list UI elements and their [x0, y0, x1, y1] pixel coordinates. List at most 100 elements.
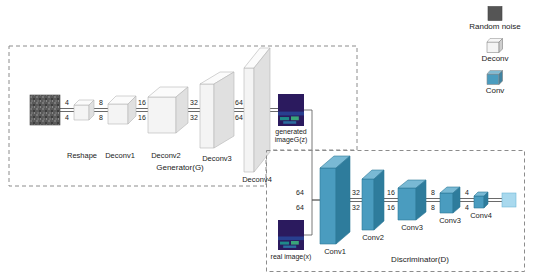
dimension-label: 8 — [99, 99, 103, 107]
dimension-label: 4 — [65, 114, 69, 122]
cube-side — [176, 87, 188, 133]
dashed-outline — [267, 151, 525, 272]
conv-layer: Conv2 — [362, 170, 384, 230]
image-band — [280, 242, 289, 245]
connector-line — [426, 201, 440, 202]
dimension-label: 16 — [387, 204, 395, 212]
conv-layer: Conv3 — [440, 187, 460, 213]
connector-line — [304, 110, 320, 200]
legend-text: Conv — [486, 87, 505, 96]
image-caption: real image(x) — [271, 253, 312, 261]
image-band — [280, 117, 289, 120]
deconv-layer: Deconv1 — [108, 96, 136, 124]
connector-line — [188, 108, 200, 109]
conv-layer: Conv1 — [320, 156, 350, 244]
deconv-layer: Deconv4 — [244, 48, 270, 172]
conv-layer: Conv4 — [474, 192, 488, 208]
noise-square — [30, 95, 60, 125]
node-shape — [278, 94, 304, 126]
node-shape — [108, 96, 136, 124]
cube-side — [128, 96, 136, 124]
node-shape — [244, 48, 270, 172]
cube-front — [474, 196, 484, 208]
connector-line — [304, 200, 320, 235]
legend-text: Random noise — [469, 23, 521, 32]
connector — [304, 200, 320, 235]
generator-region: Generator(G)ReshapeDeconv1Deconv2Deconv3… — [8, 45, 358, 187]
discriminator-region: Discriminator(D)real image(x)Conv1Conv2C… — [266, 150, 525, 272]
cube-side — [499, 71, 503, 85]
connector-line — [270, 111, 278, 112]
image-band — [291, 241, 299, 245]
connector — [426, 199, 440, 202]
region-title: Discriminator(D) — [391, 256, 449, 265]
image-tile: generated imageG(z) — [278, 94, 304, 126]
cube-front — [320, 168, 336, 244]
dimension-label: 32 — [352, 189, 360, 197]
connector-line — [350, 198, 362, 199]
legend-swatch — [486, 38, 504, 53]
legend-swatch — [486, 6, 504, 21]
dimension-label: 64 — [235, 114, 243, 122]
cube-front — [362, 179, 374, 230]
layer-name: Deconv2 — [151, 152, 181, 160]
dimension-label: 64 — [296, 189, 304, 197]
cube-side — [484, 192, 488, 208]
dimension-label: 4 — [465, 204, 469, 212]
cube-front — [487, 42, 499, 53]
deconv-layer: Deconv2 — [148, 87, 188, 133]
connector-line — [136, 111, 148, 112]
cube-side — [374, 170, 384, 230]
node-shape — [440, 187, 460, 213]
connector-line — [460, 198, 474, 199]
connector — [350, 199, 362, 202]
double-line — [60, 111, 74, 112]
layer-name: Conv1 — [324, 248, 346, 256]
legend-text: Deconv — [481, 55, 508, 64]
layer-name: Deconv1 — [105, 152, 135, 160]
dimension-label: 16 — [138, 114, 146, 122]
connector-line — [384, 201, 398, 202]
node-shape — [474, 192, 488, 208]
layer-name: Conv2 — [362, 234, 384, 242]
dimension-label: 64 — [296, 204, 304, 212]
region-title: Generator(G) — [156, 164, 204, 173]
cube-front — [108, 104, 128, 124]
dashed-outline — [9, 46, 357, 186]
double-line — [60, 108, 74, 109]
connector-line — [234, 111, 244, 112]
cube-front — [148, 97, 176, 133]
node-shape — [148, 87, 188, 133]
cube-side — [453, 187, 460, 213]
cube-front — [487, 74, 499, 85]
dimension-label: 16 — [138, 99, 146, 107]
cube-front — [200, 84, 214, 148]
swatch-square — [488, 7, 502, 21]
cube-front — [74, 105, 89, 120]
double-line — [488, 198, 502, 199]
dimension-label: 64 — [235, 99, 243, 107]
image-band — [278, 237, 304, 241]
connector-line — [234, 108, 244, 109]
layer-name: Conv4 — [470, 212, 492, 220]
connector — [270, 109, 278, 112]
dimension-label: 4 — [465, 189, 469, 197]
layer-name: Deconv3 — [202, 155, 232, 163]
cube-side — [214, 72, 234, 148]
conv-layer: Conv3 — [398, 180, 426, 220]
image-band — [283, 121, 296, 124]
dimension-label: 32 — [190, 114, 198, 122]
cube-front — [398, 188, 416, 220]
cube-side — [336, 156, 350, 244]
cube-front — [244, 68, 254, 172]
connector-line — [94, 108, 108, 109]
layer-name: Conv3 — [401, 224, 423, 232]
node-shape — [320, 156, 350, 244]
connector — [136, 109, 148, 112]
connector-line — [94, 111, 108, 112]
deconv-layer: Deconv3 — [200, 72, 234, 148]
connector-line — [350, 201, 362, 202]
node-shape — [200, 72, 234, 148]
image-ground — [278, 220, 304, 250]
